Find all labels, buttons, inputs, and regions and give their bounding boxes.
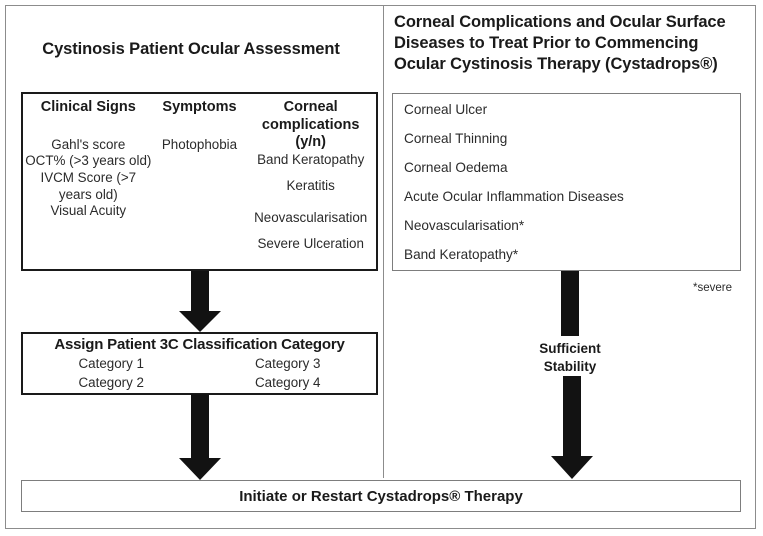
corneal-complication-item: Band Keratopathy bbox=[257, 152, 365, 168]
classification-right-column: Category 3 Category 4 bbox=[200, 355, 377, 392]
spacer bbox=[245, 194, 376, 210]
right-panel-title-line: Ocular Cystinosis Therapy (Cystadrops®) bbox=[394, 54, 718, 73]
assessment-table-box: Clinical Signs Gahl's score OCT% (>3 yea… bbox=[21, 92, 378, 271]
stability-edge-label-line: Sufficient bbox=[539, 341, 601, 356]
assessment-column-symptoms: Symptoms Photophobia bbox=[154, 94, 246, 269]
clinical-sign-item: Visual Acuity bbox=[50, 203, 127, 219]
conditions-list-box: Corneal Ulcer Corneal Thinning Corneal O… bbox=[392, 93, 741, 271]
condition-list-item: Corneal Ulcer bbox=[404, 102, 488, 117]
classification-left-column: Category 1 Category 2 bbox=[23, 355, 200, 392]
condition-list-item: Band Keratopathy* bbox=[404, 246, 519, 262]
symptom-item: Photophobia bbox=[161, 136, 238, 152]
clinical-sign-item: OCT% (>3 years old) bbox=[25, 153, 152, 169]
arrow-classification-to-therapy bbox=[172, 394, 228, 481]
arrow-stability-to-therapy bbox=[544, 376, 600, 480]
corneal-complication-item: Neovascularisation bbox=[254, 210, 368, 226]
condition-list-item: Corneal Thinning bbox=[404, 130, 508, 146]
right-panel-title-line: Corneal Complications and Ocular Surface bbox=[394, 13, 726, 31]
stability-edge-label: Sufficient Stability bbox=[515, 340, 625, 376]
right-panel-title: Corneal Complications and Ocular Surface… bbox=[394, 12, 746, 74]
category-item: Category 4 bbox=[254, 374, 321, 390]
corneal-complication-item: Severe Ulceration bbox=[257, 235, 364, 251]
corneal-complication-item: Keratitis bbox=[286, 177, 335, 193]
right-panel-title-line: Diseases to Treat Prior to Commencing bbox=[394, 33, 699, 52]
spacer bbox=[245, 169, 376, 178]
connector-conditions-to-stability bbox=[552, 271, 592, 337]
therapy-outcome-bar: Initiate or Restart Cystadrops® Therapy bbox=[21, 480, 741, 512]
category-item: Category 3 bbox=[254, 356, 321, 371]
condition-list-item: Neovascularisation* bbox=[404, 217, 525, 233]
category-item: Category 2 bbox=[78, 374, 144, 390]
classification-title: Assign Patient 3C Classification Categor… bbox=[54, 336, 345, 353]
assessment-column-corneal-complications: Corneal complications (y/n) Band Keratop… bbox=[245, 94, 376, 269]
classification-box: Assign Patient 3C Classification Categor… bbox=[21, 332, 378, 395]
spacer bbox=[245, 227, 376, 236]
stability-edge-label-line: Stability bbox=[543, 358, 597, 374]
condition-list-item: Acute Ocular Inflammation Diseases bbox=[404, 188, 624, 204]
clinical-sign-item: IVCM Score (>7 years old) bbox=[40, 169, 137, 202]
diagram-outer-frame bbox=[5, 5, 756, 529]
clinical-sign-item: Gahl's score bbox=[51, 136, 126, 152]
column-header-corneal-complications: Corneal complications (y/n) bbox=[261, 99, 360, 151]
panel-divider bbox=[383, 6, 384, 478]
condition-list-item: Corneal Oedema bbox=[404, 159, 508, 175]
assessment-column-clinical-signs: Clinical Signs Gahl's score OCT% (>3 yea… bbox=[23, 94, 154, 269]
left-panel-title: Cystinosis Patient Ocular Assessment bbox=[42, 40, 340, 58]
therapy-outcome-label: Initiate or Restart Cystadrops® Therapy bbox=[239, 487, 523, 505]
column-header-clinical-signs: Clinical Signs bbox=[40, 99, 136, 115]
severe-footnote: *severe bbox=[693, 282, 732, 294]
category-item: Category 1 bbox=[78, 356, 144, 371]
column-header-symptoms: Symptoms bbox=[162, 99, 237, 115]
arrow-assessment-to-classification bbox=[172, 271, 228, 333]
